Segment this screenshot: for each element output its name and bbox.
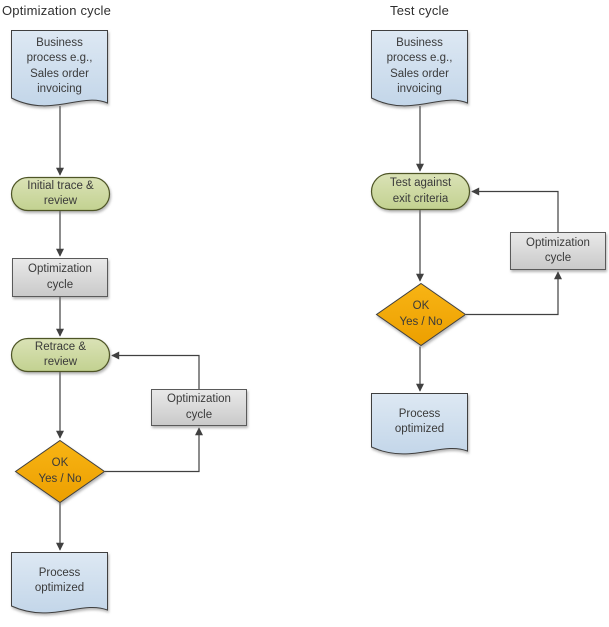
- node-label: OK Yes / No: [399, 300, 443, 328]
- node-label: Optimization cycle: [28, 263, 92, 291]
- node-initial-trace-review[interactable]: Initial trace & review: [10, 176, 111, 212]
- node-test-against-exit-criteria[interactable]: Test against exit criteria: [370, 172, 471, 211]
- node-label: Optimization cycle: [526, 236, 590, 265]
- node-decision-right[interactable]: OK Yes / No: [375, 282, 467, 347]
- node-retrace-review[interactable]: Retrace & review: [10, 337, 111, 373]
- decision-shape: [375, 282, 467, 347]
- node-label: Business process e.g., Sales order invoi…: [386, 36, 453, 96]
- right-chart-title: Test cycle: [390, 3, 450, 18]
- node-process-optimized-left[interactable]: Process optimized: [11, 552, 108, 622]
- node-label: Process optimized: [34, 566, 85, 595]
- terminator-shape: [10, 337, 111, 373]
- node-label: OK Yes / No: [38, 457, 82, 485]
- node-decision-left[interactable]: OK Yes / No: [14, 439, 106, 504]
- left-chart-title: Optimization cycle: [2, 3, 112, 18]
- node-label: Optimization cycle: [167, 393, 231, 421]
- decision-shape: [14, 439, 106, 504]
- terminator-shape: [370, 172, 471, 211]
- terminator-shape: [10, 176, 111, 212]
- process-shape: [12, 258, 108, 297]
- connector-decision-to-optimization-cycle-side: [105, 427, 203, 473]
- node-process-optimized-right[interactable]: Process optimized: [371, 393, 468, 463]
- document-shape: [371, 393, 468, 455]
- document-shape: [11, 30, 108, 107]
- node-optimization-cycle-side-right[interactable]: Optimization cycle: [510, 232, 606, 270]
- document-shape: [11, 552, 108, 614]
- connector-decision-to-optimization-cycle-right: [466, 271, 562, 316]
- node-label: Business process e.g., Sales order invoi…: [26, 36, 93, 96]
- node-optimization-cycle-main[interactable]: Optimization cycle: [12, 258, 108, 297]
- connector-optimization-cycle-to-test-exit: [471, 187, 559, 232]
- node-label: Process optimized: [394, 407, 445, 436]
- node-business-process-left[interactable]: Business process e.g., Sales order invoi…: [11, 30, 108, 116]
- node-label: Initial trace & review: [27, 179, 94, 208]
- node-optimization-cycle-side-left[interactable]: Optimization cycle: [151, 389, 247, 426]
- connector-optimization-cycle-side-to-retrace: [111, 351, 200, 389]
- document-shape: [371, 30, 468, 107]
- process-shape: [151, 389, 247, 426]
- node-business-process-right[interactable]: Business process e.g., Sales order invoi…: [371, 30, 468, 116]
- node-label: Retrace & review: [34, 340, 87, 369]
- node-label: Test against exit criteria: [389, 177, 452, 205]
- process-shape: [510, 232, 606, 270]
